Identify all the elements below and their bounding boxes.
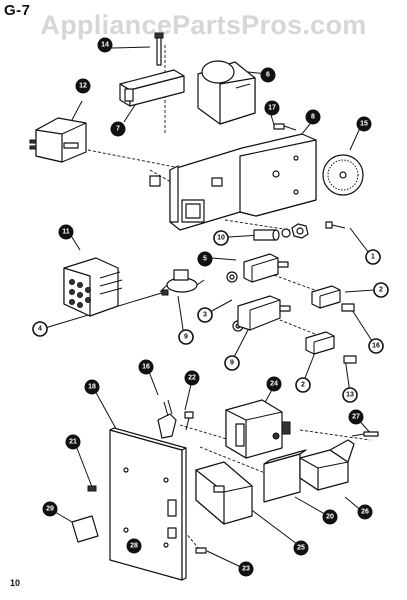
part-thermostat-9	[159, 269, 205, 293]
callout-4: 4	[32, 321, 48, 337]
svg-text:3: 3	[203, 312, 207, 319]
part-dial-15	[322, 154, 364, 196]
callout-14: 14	[97, 37, 113, 53]
part-fuse-10	[253, 229, 280, 241]
part-screw-21	[87, 485, 97, 492]
callout-16-lower: 16	[138, 359, 154, 375]
svg-text:10: 10	[217, 235, 225, 242]
part-terminal-block-11	[63, 257, 123, 317]
svg-text:17: 17	[268, 105, 276, 112]
part-clip-16-upper	[341, 303, 355, 312]
part-label-29	[71, 515, 99, 543]
part-screw-27	[351, 431, 379, 437]
callout-25: 25	[293, 540, 309, 556]
callout-27: 27	[348, 409, 364, 425]
callout-29: 29	[42, 501, 58, 517]
svg-text:23: 23	[242, 566, 250, 573]
part-switch-12	[29, 117, 87, 163]
part-main-bracket-8	[149, 133, 317, 231]
svg-text:16: 16	[372, 343, 380, 350]
svg-text:13: 13	[346, 392, 354, 399]
svg-text:20: 20	[326, 514, 334, 521]
svg-text:16: 16	[142, 364, 150, 371]
callout-17: 17	[264, 100, 280, 116]
svg-text:28: 28	[130, 543, 138, 550]
svg-text:11: 11	[62, 229, 70, 236]
callout-15: 15	[356, 116, 372, 132]
svg-text:9: 9	[184, 334, 188, 341]
callout-6: 6	[260, 67, 276, 83]
svg-text:29: 29	[46, 506, 54, 513]
callout-9-lower: 9	[224, 355, 240, 371]
callout-16-upper: 16	[368, 338, 384, 354]
svg-text:5: 5	[203, 256, 207, 263]
svg-text:26: 26	[361, 509, 369, 516]
svg-text:21: 21	[69, 439, 77, 446]
svg-text:25: 25	[297, 545, 305, 552]
part-mounting-plate-18	[109, 427, 187, 581]
svg-text:4: 4	[38, 326, 42, 333]
part-switch-9-lower	[237, 295, 291, 331]
callout-7: 7	[110, 121, 126, 137]
part-bracket-20	[263, 449, 307, 503]
callout-12: 12	[75, 78, 91, 94]
page-label: G-7	[4, 2, 31, 19]
callout-24: 24	[266, 376, 282, 392]
callout-20: 20	[322, 509, 338, 525]
part-interlock-switch-16	[157, 399, 177, 439]
callout-21: 21	[65, 434, 81, 450]
watermark: AppliancePartsPros.com	[40, 10, 367, 40]
svg-text:24: 24	[270, 381, 278, 388]
svg-text:18: 18	[88, 384, 96, 391]
callout-26: 26	[357, 504, 373, 520]
callout-9-upper: 9	[178, 329, 194, 345]
svg-text:14: 14	[101, 42, 109, 49]
part-screw-4	[161, 289, 169, 296]
page-number: 10	[10, 578, 21, 588]
part-screw-22	[184, 411, 194, 431]
svg-text:7: 7	[116, 126, 120, 133]
part-switch-26	[299, 439, 355, 491]
callout-8: 8	[305, 109, 321, 125]
callout-18: 18	[84, 379, 100, 395]
svg-text:22: 22	[188, 375, 196, 382]
part-timer-motor-6	[197, 60, 256, 125]
callout-5: 5	[197, 251, 213, 267]
svg-text:1: 1	[371, 254, 375, 261]
part-shield-25	[195, 461, 253, 525]
callout-28: 28	[126, 538, 142, 554]
part-cover-2-upper	[311, 285, 341, 309]
part-switch-5-upper	[243, 253, 289, 283]
callout-1: 1	[365, 249, 381, 265]
part-solenoid-24	[225, 399, 291, 459]
part-screw-17	[273, 123, 297, 131]
part-screw-23	[195, 547, 207, 554]
part-cover-2-lower	[305, 331, 335, 355]
part-screw-14	[154, 32, 164, 66]
part-bracket-7	[119, 69, 185, 107]
svg-text:12: 12	[79, 83, 87, 90]
callout-10: 10	[213, 230, 229, 246]
callout-13: 13	[342, 387, 358, 403]
svg-text:2: 2	[301, 382, 305, 389]
part-screw-1	[325, 221, 346, 229]
callout-11: 11	[58, 224, 74, 240]
svg-text:8: 8	[311, 114, 315, 121]
callout-23: 23	[238, 561, 254, 577]
svg-text:6: 6	[266, 72, 270, 79]
svg-text:27: 27	[352, 414, 360, 421]
callout-3: 3	[197, 307, 213, 323]
part-nut	[281, 223, 309, 239]
part-clip-13-lower	[343, 355, 357, 364]
callout-22: 22	[184, 370, 200, 386]
callout-2-lower: 2	[295, 377, 311, 393]
callout-2-upper: 2	[373, 282, 389, 298]
svg-text:2: 2	[379, 287, 383, 294]
svg-text:15: 15	[360, 121, 368, 128]
svg-text:9: 9	[230, 360, 234, 367]
